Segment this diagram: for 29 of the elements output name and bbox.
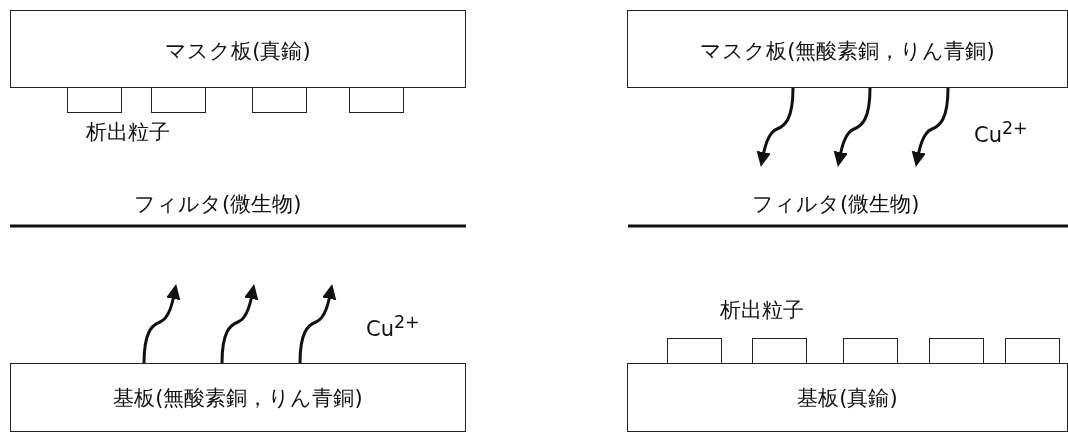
particle-label: 析出粒子 [720,297,804,324]
filter-label: フィルタ(微生物) [134,191,302,218]
wavy-arrow [220,284,259,364]
ion-label: Cu$^{2+}$ [974,118,1028,147]
particle-box [349,87,404,113]
plate-box [10,10,466,88]
plate-label: マスク板(真鍮) [165,38,311,65]
wavy-arrow [833,87,872,167]
particle-box [843,338,898,364]
plate-box [627,10,1068,88]
particle-box [667,338,722,364]
wavy-arrow [298,284,337,364]
plate-label: 基板(真鍮) [797,385,898,412]
wavy-arrow [911,87,950,167]
particle-label: 析出粒子 [86,119,170,146]
particle-box [1005,338,1060,364]
plate-label: 基板(無酸素銅，りん青銅) [113,385,363,412]
particle-box [929,338,984,364]
wavy-arrow [142,284,181,364]
particle-box [752,338,807,364]
plate-label: マスク板(無酸素銅，りん青銅) [700,38,995,65]
particle-box [67,87,122,113]
ion-label: Cu$^{2+}$ [366,312,420,341]
wavy-arrow [756,87,795,167]
filter-label: フィルタ(微生物) [752,191,920,218]
plate-box [627,363,1068,432]
plate-box [10,363,466,432]
particle-box [151,87,206,113]
particle-box [252,87,307,113]
